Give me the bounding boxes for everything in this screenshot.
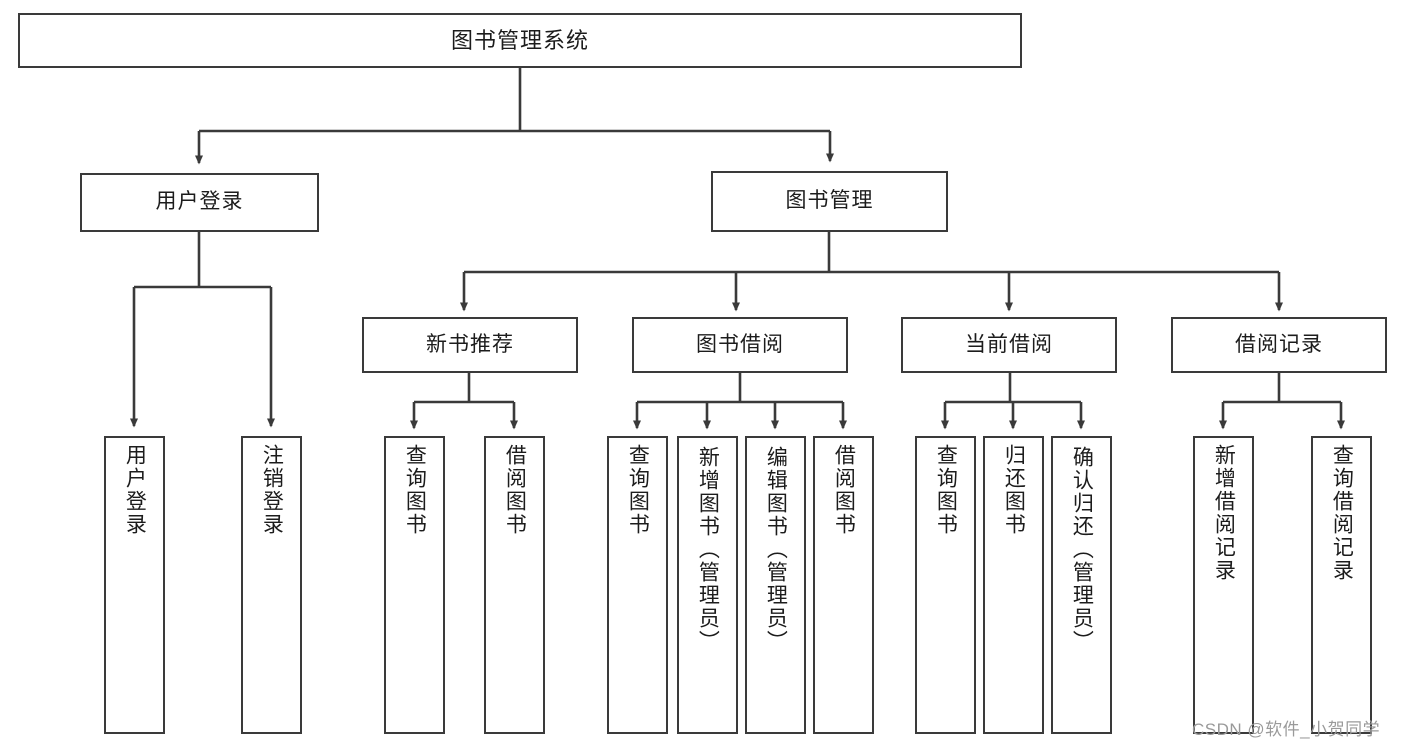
node-leaf-add-record[interactable]: 新增借阅记录 bbox=[1193, 436, 1254, 734]
node-book-manage-label: 图书管理 bbox=[785, 189, 874, 213]
node-leaf-query-book-1[interactable]: 查询图书 bbox=[384, 436, 445, 734]
node-leaf-edit-book[interactable]: 编辑图书（管理员） bbox=[745, 436, 806, 734]
node-leaf-query-book-2-label: 查询图书 bbox=[626, 444, 650, 536]
node-current-borrow-label: 当前借阅 bbox=[965, 332, 1053, 356]
node-book-borrow[interactable]: 图书借阅 bbox=[632, 317, 848, 373]
node-leaf-user-login-label: 用户登录 bbox=[123, 444, 147, 536]
node-leaf-add-record-label: 新增借阅记录 bbox=[1212, 444, 1236, 582]
node-leaf-return-book-label: 归还图书 bbox=[1002, 444, 1026, 536]
node-leaf-confirm-return[interactable]: 确认归还（管理员） bbox=[1051, 436, 1112, 734]
node-user-login-label: 用户登录 bbox=[155, 190, 244, 214]
node-book-manage[interactable]: 图书管理 bbox=[711, 171, 948, 232]
node-borrow-record[interactable]: 借阅记录 bbox=[1171, 317, 1387, 373]
node-leaf-borrow-book-2-label: 借阅图书 bbox=[832, 444, 856, 536]
node-leaf-borrow-book-2[interactable]: 借阅图书 bbox=[813, 436, 874, 734]
csdn-watermark: CSDN @软件_小贺同学 bbox=[1192, 720, 1381, 739]
node-leaf-query-record-label: 查询借阅记录 bbox=[1330, 444, 1354, 582]
node-root-label: 图书管理系统 bbox=[450, 27, 589, 53]
node-borrow-record-label: 借阅记录 bbox=[1235, 332, 1323, 356]
node-new-book-rec[interactable]: 新书推荐 bbox=[362, 317, 578, 373]
node-leaf-query-book-2[interactable]: 查询图书 bbox=[607, 436, 668, 734]
node-leaf-logout[interactable]: 注销登录 bbox=[241, 436, 302, 734]
node-leaf-add-book[interactable]: 新增图书（管理员） bbox=[677, 436, 738, 734]
node-leaf-borrow-book-1-label: 借阅图书 bbox=[503, 444, 527, 536]
node-leaf-confirm-return-label: 确认归还（管理员） bbox=[1070, 446, 1094, 653]
node-leaf-query-book-3-label: 查询图书 bbox=[934, 444, 958, 536]
node-leaf-borrow-book-1[interactable]: 借阅图书 bbox=[484, 436, 545, 734]
node-leaf-add-book-label: 新增图书（管理员） bbox=[696, 446, 720, 653]
node-root[interactable]: 图书管理系统 bbox=[18, 13, 1022, 68]
node-user-login[interactable]: 用户登录 bbox=[80, 173, 319, 232]
node-leaf-query-record[interactable]: 查询借阅记录 bbox=[1311, 436, 1372, 734]
node-leaf-user-login[interactable]: 用户登录 bbox=[104, 436, 165, 734]
node-current-borrow[interactable]: 当前借阅 bbox=[901, 317, 1117, 373]
node-leaf-logout-label: 注销登录 bbox=[260, 444, 284, 536]
node-book-borrow-label: 图书借阅 bbox=[696, 332, 784, 356]
node-leaf-return-book[interactable]: 归还图书 bbox=[983, 436, 1044, 734]
node-leaf-edit-book-label: 编辑图书（管理员） bbox=[764, 446, 788, 653]
node-new-book-rec-label: 新书推荐 bbox=[426, 332, 514, 356]
node-leaf-query-book-1-label: 查询图书 bbox=[403, 444, 427, 536]
node-leaf-query-book-3[interactable]: 查询图书 bbox=[915, 436, 976, 734]
